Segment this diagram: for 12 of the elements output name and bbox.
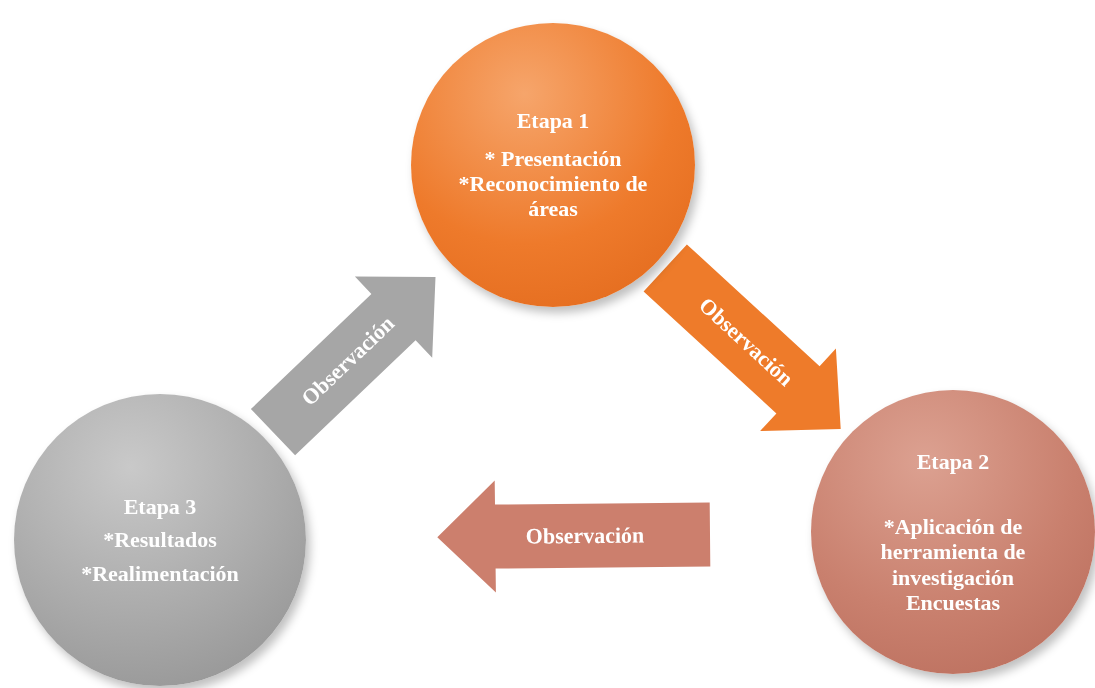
stage-text: *Aplicación de herramienta de investigación Encuestas	[879, 514, 1027, 616]
block-arrow	[437, 480, 711, 593]
stage-text: *Realimentación	[81, 560, 239, 586]
stage-title: Etapa 2	[916, 448, 990, 475]
stage-text: *Resultados	[103, 527, 217, 553]
stage-text: * Presentación	[484, 145, 622, 171]
stage-text: *Reconocimiento de áreas	[457, 171, 649, 222]
stage-title: Etapa 1	[516, 108, 590, 134]
block-arrow	[250, 276, 436, 456]
block-arrow	[643, 244, 841, 432]
edge-label: Observación	[525, 524, 644, 548]
stage-title: Etapa 3	[123, 494, 197, 520]
